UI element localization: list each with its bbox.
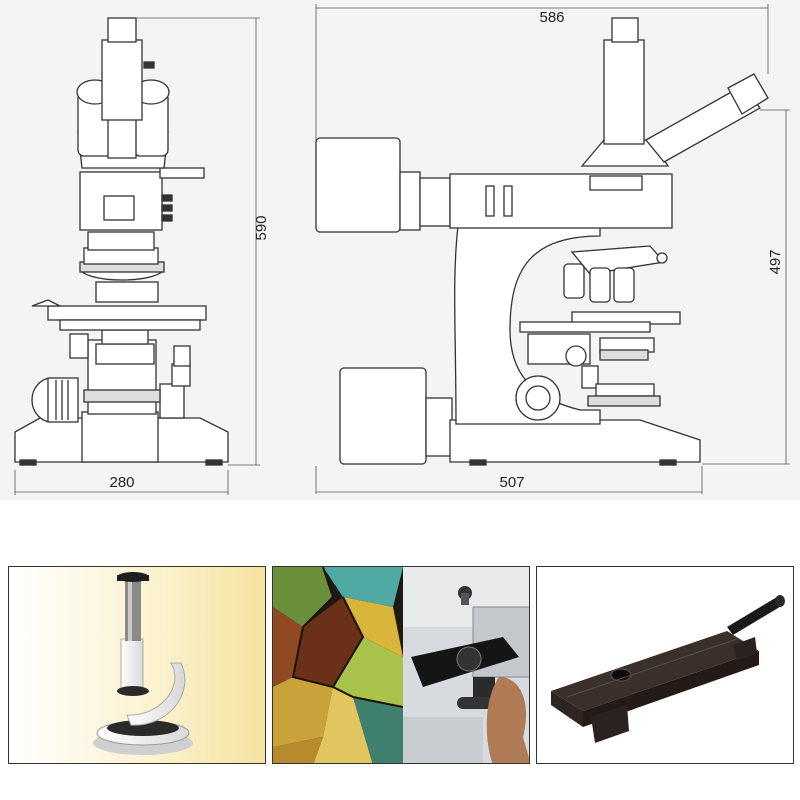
side-height-label: 497 (767, 249, 784, 274)
side-view-microscope (315, 17, 769, 466)
side-dimension-lines (315, 4, 790, 494)
thin-section-and-stage-photo (272, 566, 530, 764)
thin-section-illustration (273, 567, 529, 763)
front-view-microscope (14, 17, 229, 466)
stand-photo (8, 566, 266, 764)
front-dimension-lines (14, 17, 260, 495)
slide-holder-photo (536, 566, 794, 764)
side-base-length-label: 507 (499, 474, 524, 491)
stand-illustration (9, 567, 265, 763)
technical-drawing: 280 590 (0, 0, 800, 500)
front-height-label: 590 (253, 215, 270, 240)
slide-holder-illustration (537, 567, 793, 763)
front-width-label: 280 (109, 474, 134, 491)
side-width-label: 586 (539, 9, 564, 26)
